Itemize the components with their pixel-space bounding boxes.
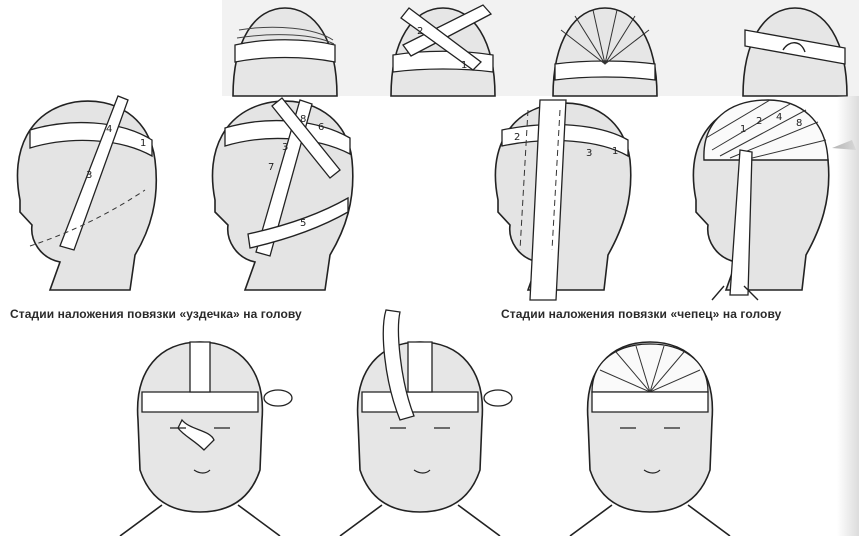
top-head-2: 2 1 (391, 5, 495, 96)
figure-label: 1 (612, 146, 618, 157)
figure-label: 8 (796, 118, 802, 129)
cap-head-2: 8 4 2 1 (693, 100, 828, 300)
top-head-3 (553, 8, 657, 96)
figure-label: 3 (86, 170, 92, 181)
bottom-head-3 (570, 342, 730, 536)
bottom-head-2 (340, 310, 512, 536)
page-edge-shadow (837, 96, 859, 536)
caption-bridle: Стадии наложения повязки «уздечка» на го… (10, 307, 302, 321)
figure-label: 8 (300, 114, 306, 125)
figure-label: 2 (514, 132, 520, 143)
top-head-4 (743, 8, 847, 96)
bridle-head-2: 6 7 8 3 5 (212, 98, 352, 290)
caption-cap: Стадии наложения повязки «чепец» на голо… (501, 307, 781, 321)
figure-label: 1 (140, 138, 146, 149)
figure-label: 6 (318, 122, 324, 133)
figure-label: 1 (461, 60, 467, 71)
figure-label: 1 (740, 124, 746, 135)
bridle-head-1: 4 3 1 (17, 96, 156, 290)
figure-label: 5 (300, 218, 306, 229)
figure-label: 4 (776, 112, 782, 123)
figure-label: 2 (417, 26, 423, 37)
figure-label: 3 (282, 142, 288, 153)
figure-label: 3 (586, 148, 592, 159)
figure-label: 4 (106, 124, 112, 135)
cap-head-1: 2 3 1 (495, 100, 630, 300)
figure-label: 2 (756, 116, 762, 127)
top-head-1 (233, 8, 337, 96)
bottom-head-1 (120, 342, 292, 536)
figure-label: 7 (268, 162, 274, 173)
